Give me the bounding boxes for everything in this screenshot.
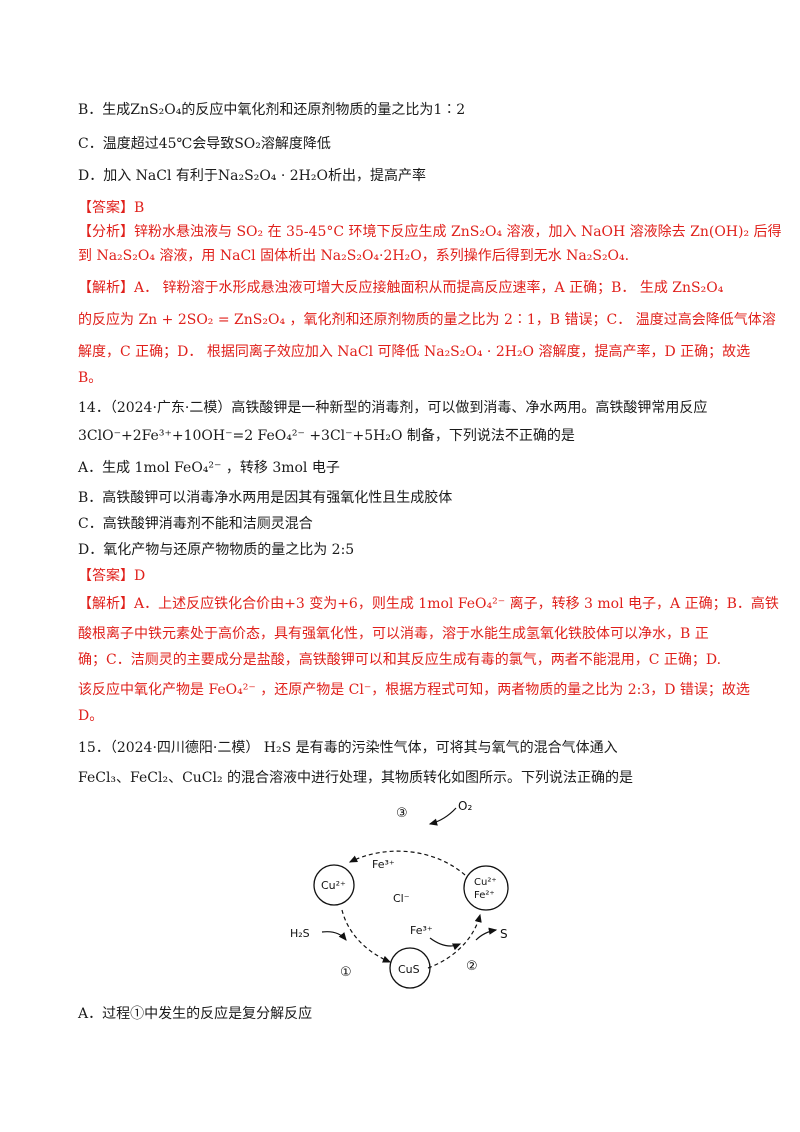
o2-label: O₂ [458,799,472,813]
fe3-bottom-label: Fe³⁺ [410,924,433,937]
q14-option-b: B．高铁酸钾可以消毒净水两用是因其有强氧化性且生成胶体 [78,490,453,506]
q14-explanation-line: 酸根离子中铁元素处于高价态，具有强氧化性，可以消毒，溶于水能生成氢氧化铁胶体可以… [78,626,709,642]
h2s-label: H₂S [290,927,310,940]
q13-explanation-line: 解度，C 正确；D． 根据同离子效应加入 NaCl 可降低 Na₂S₂O₄ · … [78,344,751,360]
cycle-arc-top [348,850,466,876]
formula: ZnS₂O₄ [130,102,182,118]
step3-label: ③ [396,806,408,821]
cus-label: CuS [398,963,420,976]
fe2-label: Fe²⁺ [474,890,495,901]
q14-stem-line: 14．（2024·广东·二模）高铁酸钾是一种新型的消毒剂，可以做到消毒、净水两用… [78,400,708,416]
s-arrow [475,927,498,941]
q13-explanation-line: 的反应为 Zn + 2SO₂ = ZnS₂O₄ ，氧化剂和还原剂物质的量之比为 … [78,312,776,328]
conversion-cycle-diagram: ③ O₂ Fe³⁺ Cu²⁺ Cl⁻ Cu²⁺ Fe²⁺ H₂S Fe³⁺ S … [290,799,509,989]
q13-option-d: D．加入 NaCl 有利于Na₂S₂O₄ · 2H₂O析出，提高产率 [78,168,426,184]
q14-answer: 【答案】D [78,568,146,584]
step1-label: ① [340,965,352,980]
q13-answer: 【答案】B [78,200,145,216]
formula: Na₂S₂O₄ · 2H₂O [217,168,328,184]
q14-explanation-line: D。 [78,708,104,724]
q15-stem-line: FeCl₃、FeCl₂、CuCl₂ 的混合溶液中进行处理，其物质转化如图所示。下… [78,770,634,786]
q14-explanation-line: 确；C．洁厕灵的主要成分是盐酸，高铁酸钾可以和其反应生成有毒的氯气，两者不能混用… [78,652,722,668]
cu-fe-circle [463,865,509,911]
cycle-arc-left [341,909,392,963]
cu2-label: Cu²⁺ [321,879,346,892]
o2-arrow [428,807,457,826]
fe3-arrow [429,937,462,951]
fe3-top-label: Fe³⁺ [372,858,395,871]
q14-option-a: A．生成 1mol FeO₄²⁻ ，转移 3mol 电子 [78,460,340,476]
s-label: S [500,927,508,941]
q13-option-c: C．温度超过45℃会导致SO₂溶解度降低 [78,136,331,152]
q14-explanation-line: 该反应中氧化产物是 FeO₄²⁻ ，还原产物是 Cl⁻，根据方程式可知，两者物质… [78,682,750,698]
q13-analysis-line: 到 Na₂S₂O₄ 溶液，用 NaCl 固体析出 Na₂S₂O₄·2H₂O，系列… [78,248,630,264]
q13-analysis-line: 【分析】锌粉水悬浊液与 SO₂ 在 35-45°C 环境下反应生成 ZnS₂O₄… [78,224,782,240]
q15-option-a: A．过程①中发生的反应是复分解反应 [78,1006,313,1022]
q15-stem-line: 15．（2024·四川德阳·二模） H₂S 是有毒的污染性气体，可将其与氧气的混… [78,740,618,756]
cl-label: Cl⁻ [393,892,410,905]
q14-option-c: C．高铁酸钾消毒剂不能和洁厕灵混合 [78,516,313,532]
cu2-circle [313,864,355,906]
q14-explanation-line: 【解析】A．上述反应铁化合价由+3 变为+6，则生成 1mol FeO₄²⁻ 离… [78,596,779,612]
formula: SO₂ [234,136,261,152]
q13-explanation-line: B。 [78,370,103,386]
cus-circle [389,947,431,989]
q14-stem-line: 3ClO⁻+2Fe³⁺+10OH⁻=2 FeO₄²⁻ +3Cl⁻+5H₂O 制备… [78,428,575,444]
q13-explanation-line: 【解析】A． 锌粉溶于水形成悬浊液可增大反应接触面积从而提高反应速率，A 正确；… [78,280,724,296]
h2s-arrow [321,931,347,941]
q13-option-b: B．生成ZnS₂O₄的反应中氧化剂和还原剂物质的量之比为1∶2 [78,102,466,118]
step2-label: ② [466,959,478,974]
cu2-right-label: Cu²⁺ [474,877,497,888]
cycle-arc-right [427,913,482,969]
q14-option-d: D．氧化产物与还原产物物质的量之比为 2:5 [78,542,355,558]
